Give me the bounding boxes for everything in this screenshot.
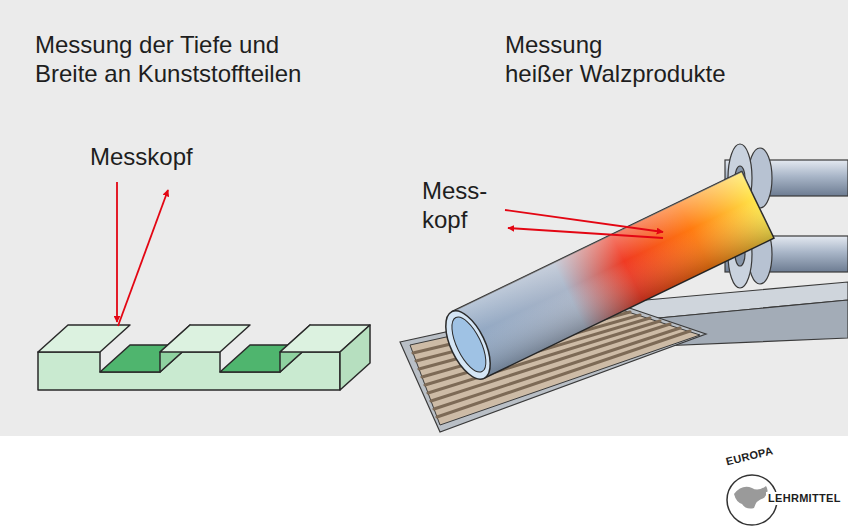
text-line: Messung der Tiefe und bbox=[35, 30, 301, 59]
laser-beam bbox=[117, 182, 168, 326]
laser-beam bbox=[505, 210, 663, 238]
text-line: Breite an Kunststoffteilen bbox=[35, 59, 301, 88]
text-line: Messung bbox=[505, 30, 726, 59]
plastic-part bbox=[38, 325, 370, 390]
text-line: kopf bbox=[422, 205, 487, 234]
text-line: heißer Walzprodukte bbox=[505, 59, 726, 88]
panel-heading: Messung der Tiefe und Breite an Kunststo… bbox=[35, 30, 301, 89]
part-label: Messkopf bbox=[90, 142, 193, 171]
panel-heading: Messung heißer Walzprodukte bbox=[505, 30, 726, 89]
part-label: Mess- kopf bbox=[422, 176, 487, 235]
text-line: Mess- bbox=[422, 176, 487, 205]
logo-text: EUROPA bbox=[723, 444, 777, 470]
logo-text: LEHRMITTEL bbox=[766, 492, 843, 505]
